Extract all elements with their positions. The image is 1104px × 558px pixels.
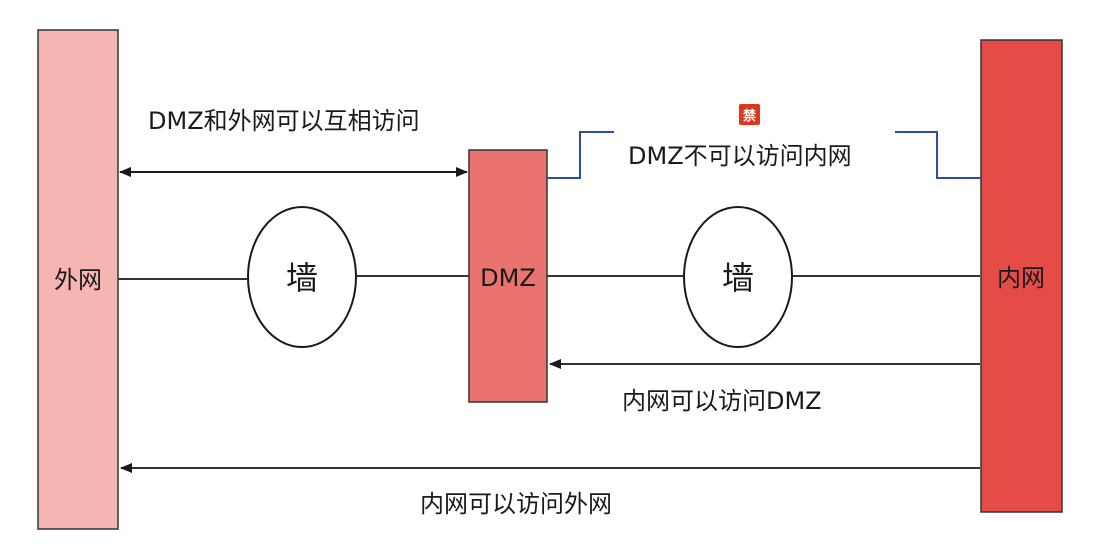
forbidden-badge: [739, 104, 760, 125]
internal-network-label: 内网: [997, 264, 1045, 292]
dmz-label: DMZ: [480, 264, 536, 292]
firewall-2-label: 墙: [722, 259, 754, 297]
forbidden-bracket-right: [895, 131, 981, 179]
forbidden-text: DMZ不可以访问内网: [628, 142, 852, 170]
external-network-block: [37, 29, 119, 530]
dmz-external-label: DMZ和外网可以互相访问: [148, 107, 420, 135]
internal-to-dmz-label: 内网可以访问DMZ: [622, 387, 822, 415]
firewall-1-label: 墙: [286, 259, 318, 297]
dmz-block: [468, 149, 548, 403]
firewall-1: [247, 206, 357, 348]
forbidden-badge-label: 禁: [743, 108, 756, 124]
internal-network-block: [980, 39, 1063, 513]
external-network-label: 外网: [54, 266, 102, 294]
firewall-2: [683, 206, 793, 348]
forbidden-bracket-left: [547, 131, 614, 179]
internal-to-external-label: 内网可以访问外网: [420, 490, 612, 518]
